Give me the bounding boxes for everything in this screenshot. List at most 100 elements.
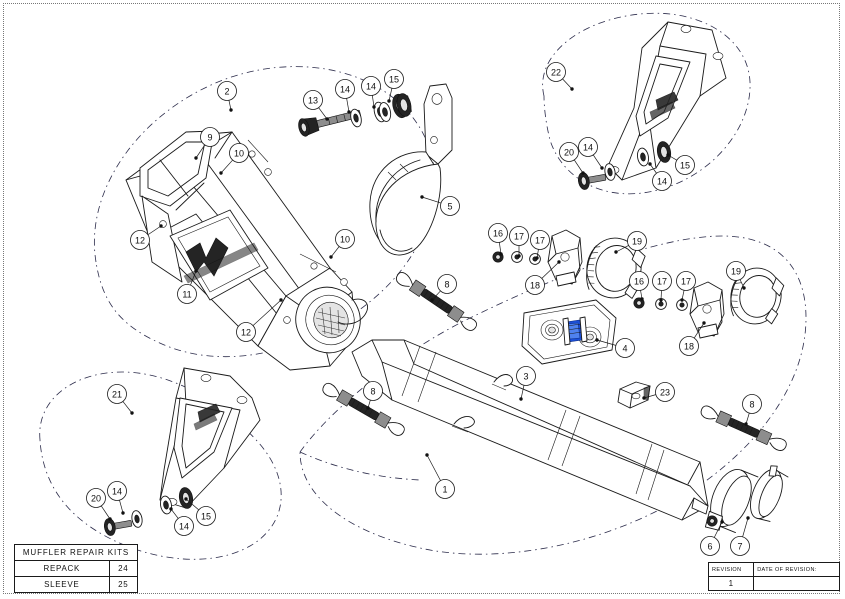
leader-terminator (219, 171, 223, 175)
callout-exhaust-system-assembly: 1 (425, 453, 455, 499)
callout-bubble (525, 275, 545, 295)
leader-terminator (595, 338, 599, 342)
callout-muffler-strap: 5 (420, 195, 460, 216)
kits-row-repack: REPACK 24 (14, 560, 138, 577)
leader-terminator (184, 497, 188, 501)
callout-number: 10 (340, 235, 350, 245)
clamp-hardware-right (633, 267, 785, 339)
callout-bubble (652, 171, 672, 191)
leader-terminator (680, 298, 684, 302)
callout-washer-left-a: 17 (509, 226, 529, 258)
callout-nut-ll: 15 (184, 497, 216, 526)
leader-line (122, 401, 133, 414)
callout-bubble (303, 90, 323, 110)
leader-terminator (570, 87, 574, 91)
callout-number: 17 (514, 232, 524, 242)
callout-hose-clamp-left: 19 (614, 231, 647, 254)
callout-heat-shield-plate: 4 (595, 338, 635, 358)
callout-bubble (236, 322, 256, 342)
leader-line (541, 261, 560, 279)
callout-number: 20 (91, 494, 101, 504)
leader-terminator (420, 195, 424, 199)
leader-terminator (659, 298, 663, 302)
leader-line (318, 107, 328, 120)
callout-number: 10 (234, 149, 244, 159)
callout-number: 14 (583, 143, 593, 153)
callout-nut-top: 15 (384, 69, 404, 103)
callout-clamp-bracket-right: 18 (679, 321, 706, 356)
leader-line (592, 154, 603, 169)
leader-terminator (666, 153, 670, 157)
callout-number: 8 (749, 400, 754, 410)
leader-line (190, 270, 197, 286)
callout-bubble (675, 155, 695, 175)
callout-bubble (107, 384, 127, 404)
callout-bubble (107, 481, 127, 501)
callout-rivet-upper: 10 (219, 143, 249, 175)
leader-line (195, 144, 206, 159)
callout-bubble (700, 536, 720, 556)
callout-bubble (652, 271, 672, 291)
leader-terminator (702, 321, 706, 325)
callout-number: 1 (442, 485, 447, 495)
callout-bolt-bracket-ll: 20 (86, 488, 112, 521)
leader-line (371, 95, 375, 108)
callout-rivet-lower: 10 (329, 229, 355, 259)
callout-bubble (530, 230, 550, 250)
callout-bubble (559, 142, 579, 162)
callout-number: 22 (551, 68, 561, 78)
callout-bubble (516, 366, 536, 386)
callout-hose-clamp-right: 19 (726, 261, 746, 290)
kits-table-title: MUFFLER REPAIR KITS (14, 544, 138, 561)
callout-number: 15 (389, 75, 399, 85)
callout-number: 17 (657, 277, 667, 287)
kits-row-sleeve: SLEEVE 25 (14, 576, 138, 593)
callout-number: 16 (493, 229, 503, 239)
leader-terminator (642, 396, 646, 400)
leader-line (220, 159, 233, 174)
callout-muffler-sleeve: 9 (194, 127, 220, 160)
kits-label-repack: REPACK (14, 560, 110, 577)
leader-terminator (600, 166, 604, 170)
callout-number: 2 (224, 87, 229, 97)
leader-terminator (194, 156, 198, 160)
spring-upper-graphic (396, 272, 477, 331)
revision-header-row: REVISION DATE OF REVISION: (707, 562, 840, 577)
leader-line (649, 163, 657, 174)
callout-bubble (679, 336, 699, 356)
leader-terminator (746, 516, 750, 520)
callout-spring-lower: 8 (363, 381, 383, 410)
callout-number: 14 (657, 177, 667, 187)
clamp-hardware-left (492, 229, 646, 299)
callout-washer-ll-a: 14 (107, 481, 127, 515)
leader-line (615, 245, 629, 253)
revision-value-row: 1 (707, 576, 840, 591)
callout-number: 20 (564, 148, 574, 158)
callout-bubble (174, 516, 194, 536)
callout-clamp-lower: 6 (700, 520, 724, 556)
callout-number: 18 (684, 342, 694, 352)
leader-terminator (279, 298, 283, 302)
leader-line (346, 98, 350, 113)
callout-bubble (742, 394, 762, 414)
callout-bubble (335, 229, 355, 249)
callout-link-pipe: 3 (516, 366, 536, 401)
callout-bubble (615, 338, 635, 358)
callout-bracket-boss-upper: 12 (130, 224, 163, 250)
leader-line (520, 385, 525, 400)
callout-bubble (546, 62, 566, 82)
leader-line (388, 88, 393, 102)
leader-line (119, 500, 124, 514)
spring-lower-graphic (322, 382, 405, 436)
heat-shield-plate-graphic (521, 299, 617, 365)
leader-line (431, 290, 441, 301)
callout-washer-tr-b: 14 (648, 162, 672, 191)
callout-bubble (488, 223, 508, 243)
kits-value-sleeve: 25 (108, 576, 138, 593)
callout-clamp-ring: 7 (730, 516, 750, 556)
callout-spring-upper: 8 (430, 274, 457, 302)
leader-terminator (720, 520, 724, 524)
callout-washer-right-b: 17 (676, 271, 696, 302)
